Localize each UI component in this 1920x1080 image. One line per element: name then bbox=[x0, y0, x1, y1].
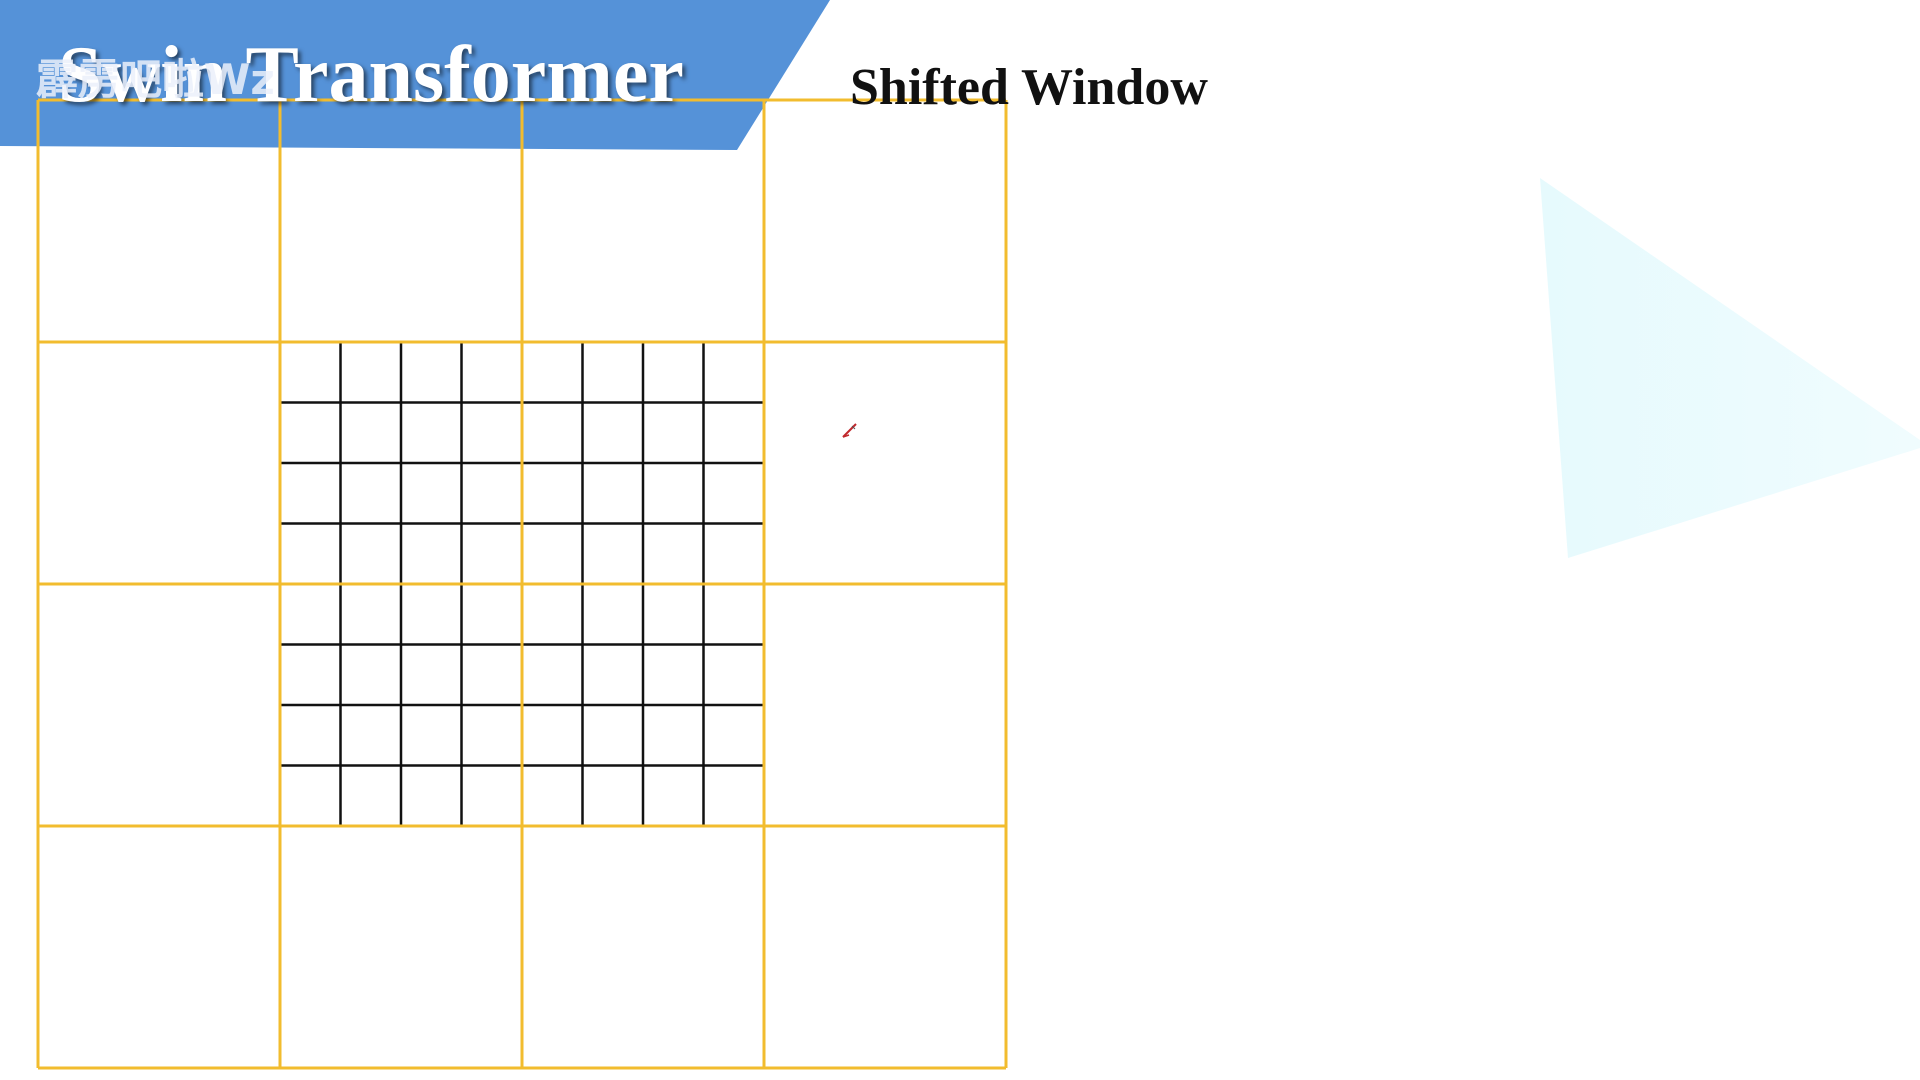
page-title: Swin Transformer bbox=[58, 31, 684, 119]
window-grid bbox=[36, 98, 1008, 1070]
pen-cursor-icon bbox=[842, 423, 857, 438]
watermark: 霹雳吧啦Wz bbox=[36, 55, 275, 104]
diagram-subtitle: Shifted Window bbox=[850, 59, 1208, 116]
title-banner bbox=[0, 0, 830, 150]
